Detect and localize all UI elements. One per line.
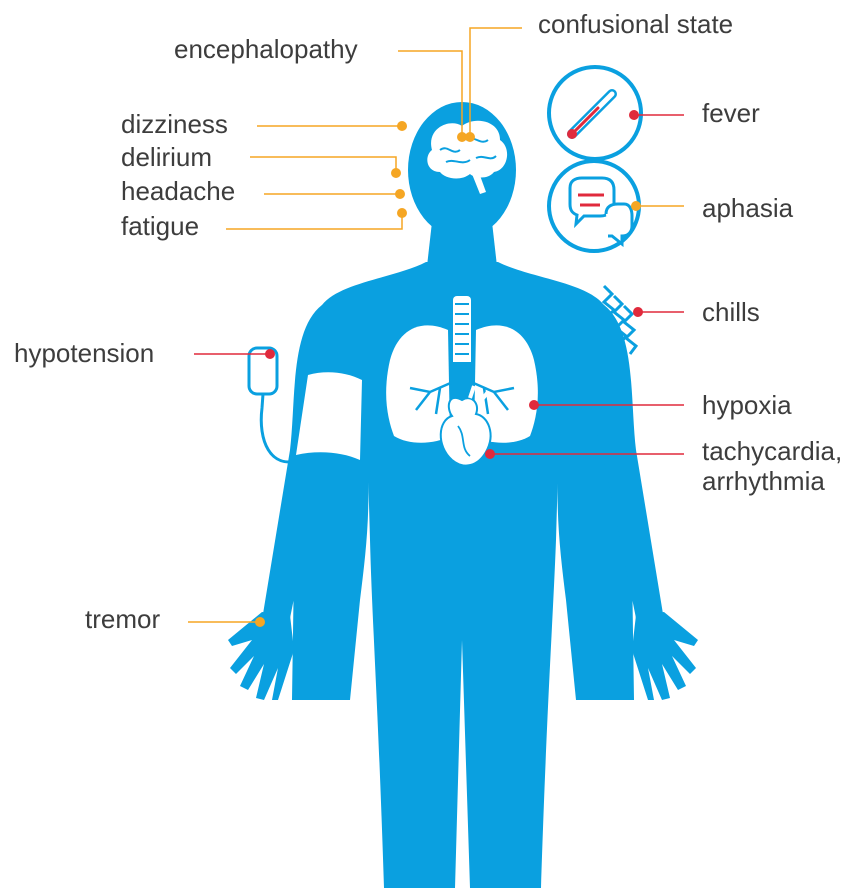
dot-fatigue [397, 208, 407, 218]
label-arrhythmia: arrhythmia [702, 466, 825, 496]
label-encephalopathy: encephalopathy [174, 34, 358, 64]
label-dizziness: dizziness [121, 109, 228, 139]
thermometer-icon [549, 67, 641, 159]
dot-confusional-state [465, 132, 475, 142]
dot-dizziness [397, 121, 407, 131]
label-hypoxia: hypoxia [702, 390, 792, 420]
dot-aphasia [631, 201, 641, 211]
label-fatigue: fatigue [121, 211, 199, 241]
label-hypotension: hypotension [14, 338, 154, 368]
leader-fatigue [226, 213, 402, 229]
speech-bubbles-icon [549, 161, 639, 251]
label-headache: headache [121, 176, 235, 206]
leader-delirium [250, 157, 396, 173]
dot-hypoxia [529, 400, 539, 410]
dot-headache [395, 189, 405, 199]
dot-delirium [391, 168, 401, 178]
label-confusional-state: confusional state [538, 9, 733, 39]
label-fever: fever [702, 98, 760, 128]
dot-tachycardia [485, 449, 495, 459]
label-aphasia: aphasia [702, 193, 794, 223]
dot-hypotension [265, 349, 275, 359]
dot-chills [633, 307, 643, 317]
label-delirium: delirium [121, 142, 212, 172]
label-chills: chills [702, 297, 760, 327]
label-tremor: tremor [85, 604, 160, 634]
label-tachycardia: tachycardia, [702, 436, 842, 466]
dot-fever [629, 110, 639, 120]
dot-tremor [255, 617, 265, 627]
